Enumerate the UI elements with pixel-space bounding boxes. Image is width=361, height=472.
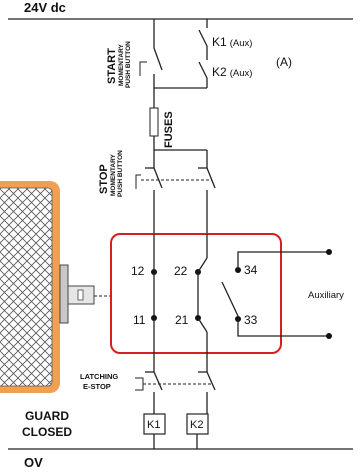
start-push-button: START MOMENTARY PUSH BUTTON bbox=[106, 19, 207, 89]
relay-coil-k2: K2 bbox=[186, 413, 209, 449]
guard-status-line2: CLOSED bbox=[22, 425, 72, 439]
auxiliary-output: Auxiliary bbox=[237, 249, 344, 339]
terminal-11: 11 bbox=[133, 313, 146, 327]
coil-k1-label: K1 bbox=[147, 419, 160, 431]
terminal-34: 34 bbox=[244, 263, 258, 277]
guard-door bbox=[0, 181, 60, 393]
supply-negative-label: OV bbox=[24, 455, 43, 470]
terminal-22: 22 bbox=[174, 264, 188, 278]
auxiliary-contacts: K1(Aux) K2(Aux) (A) bbox=[198, 19, 292, 88]
supply-positive-label: 24V dc bbox=[24, 0, 66, 15]
start-momentary-label: MOMENTARY bbox=[118, 43, 125, 86]
estop-latching-label: LATCHING bbox=[80, 372, 118, 381]
stop-push-button: STOP MOMENTARY PUSH BUTTON bbox=[98, 149, 216, 234]
stop-momentary-label: MOMENTARY bbox=[110, 153, 117, 196]
latching-estop: LATCHING E-STOP bbox=[80, 353, 216, 414]
estop-label: E-STOP bbox=[83, 382, 111, 391]
fuse: FUSES bbox=[149, 88, 175, 150]
terminal-12: 12 bbox=[131, 264, 145, 278]
guard-status-line1: GUARD bbox=[25, 409, 69, 423]
coil-k2-label: K2 bbox=[190, 419, 203, 431]
start-push-button-label: PUSH BUTTON bbox=[125, 41, 132, 88]
k2-aux-label: K2(Aux) bbox=[212, 65, 252, 79]
terminal-33: 33 bbox=[244, 313, 258, 327]
auxiliary-label: Auxiliary bbox=[308, 290, 344, 301]
start-label: START bbox=[106, 48, 118, 84]
stop-push-button-label: PUSH BUTTON bbox=[117, 150, 124, 197]
circuit-tag: (A) bbox=[276, 55, 292, 69]
terminal-21: 21 bbox=[175, 313, 189, 327]
stop-label: STOP bbox=[98, 164, 110, 194]
k1-aux-label: K1(Aux) bbox=[212, 35, 252, 49]
relay-coil-k1: K1 bbox=[143, 413, 166, 449]
fuses-label: FUSES bbox=[163, 111, 175, 148]
